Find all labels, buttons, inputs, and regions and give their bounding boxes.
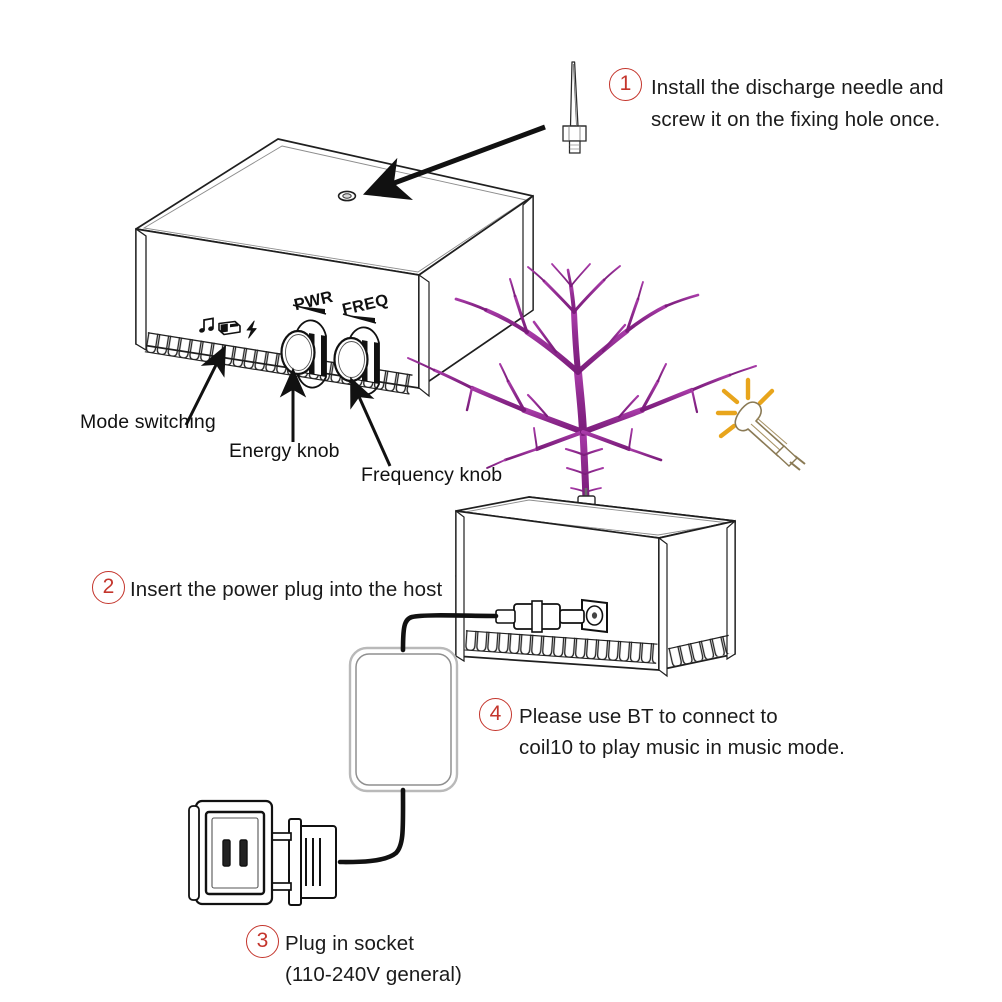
step-3-line2: (110-240V general) (285, 963, 462, 986)
step-1-line2: screw it on the fixing hole once. (651, 108, 941, 131)
step-2-badge: 2 (92, 571, 125, 604)
plasma-discharge-arc (407, 263, 757, 504)
discharge-needle (562, 61, 587, 154)
lightning-bolt-icon (246, 320, 257, 339)
dc-jack-port[interactable] (581, 598, 608, 634)
mode-switching-leader (184, 344, 227, 426)
mode-icon-group (199, 317, 257, 339)
frequency-knob-leader (350, 376, 392, 467)
step-1-line1: Install the discharge needle and (651, 76, 944, 99)
step-2-line1: Insert the power plug into the host (130, 578, 443, 601)
dc-barrel-plug (495, 600, 585, 633)
ac-wall-plug (261, 818, 337, 906)
step-4-line1: Please use BT to connect to (519, 705, 778, 728)
needle-install-arrow (362, 124, 546, 201)
fixing-hole (337, 190, 357, 202)
step-3-badge: 3 (246, 925, 279, 958)
frequency-knob-label: Frequency knob (361, 464, 503, 486)
wall-socket[interactable] (188, 799, 274, 906)
step-4-line2: coil10 to play music in music mode. (519, 736, 845, 759)
host-unit-top (135, 138, 534, 398)
bulb-light-rays (715, 377, 775, 439)
energy-knob-label: Energy knob (229, 440, 340, 462)
step-4-badge: 4 (479, 698, 512, 731)
step-1-badge: 1 (609, 68, 642, 101)
music-note-icon (199, 317, 214, 333)
mode-switch-icon (218, 320, 241, 336)
energy-knob[interactable] (280, 304, 327, 389)
power-adapter-brick (348, 646, 459, 793)
heatsink-fins-bottom-unit (464, 630, 733, 667)
step-3-line1: Plug in socket (285, 932, 415, 955)
dc-output-cable (400, 613, 499, 653)
mode-switching-label: Mode switching (80, 411, 216, 433)
ac-input-cable (337, 787, 406, 865)
host-unit-bottom (455, 488, 736, 678)
frequency-knob[interactable] (333, 313, 380, 396)
glowing-neon-bulb (715, 377, 806, 471)
